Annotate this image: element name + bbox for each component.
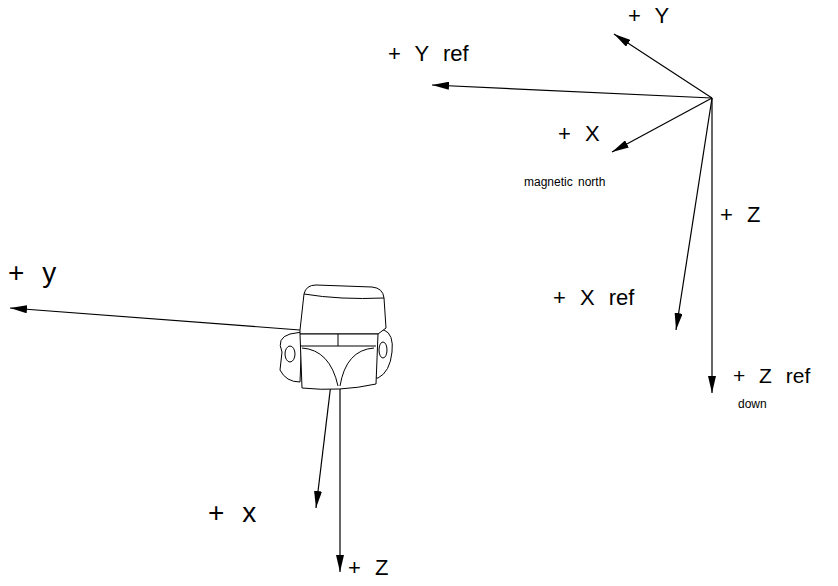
- reference-frame: [432, 34, 712, 393]
- axis-label: + Z: [720, 203, 760, 227]
- x-axis-arrow: [612, 98, 712, 152]
- housing-front-face: [300, 334, 378, 389]
- housing-curve-left: [302, 348, 338, 386]
- sensor-frame: [10, 308, 340, 572]
- x-ref-axis-arrow: [676, 98, 712, 330]
- housing-top-block: [300, 285, 386, 334]
- sensor-axis-label: + x: [208, 498, 256, 529]
- sensor-axis-label: + Z: [348, 556, 388, 580]
- housing-top-edge: [304, 294, 384, 299]
- sensor-z-arrow: [339, 360, 340, 572]
- right-ear-hole: [379, 342, 387, 358]
- y-axis-arrow: [614, 34, 712, 98]
- sensor-housing: [280, 285, 392, 389]
- axis-label: + X: [558, 122, 600, 146]
- z-axis-arrow: [711, 98, 712, 393]
- axis-label: + X ref: [553, 286, 634, 310]
- axis-label: + Y: [628, 4, 669, 28]
- axis-label: + Y ref: [388, 42, 469, 66]
- axis-label: + Z ref: [733, 364, 810, 387]
- direction-note: down: [738, 398, 767, 411]
- direction-note: magnetic north: [524, 176, 605, 189]
- sensor-axis-label: + y: [8, 258, 56, 289]
- y-ref-axis-arrow: [432, 85, 712, 98]
- left-ear-hole: [285, 346, 295, 362]
- housing-center-line: [338, 334, 339, 346]
- housing-curve-right: [340, 348, 374, 386]
- sensor-y-arrow: [10, 308, 300, 330]
- left-mounting-ear: [280, 332, 302, 382]
